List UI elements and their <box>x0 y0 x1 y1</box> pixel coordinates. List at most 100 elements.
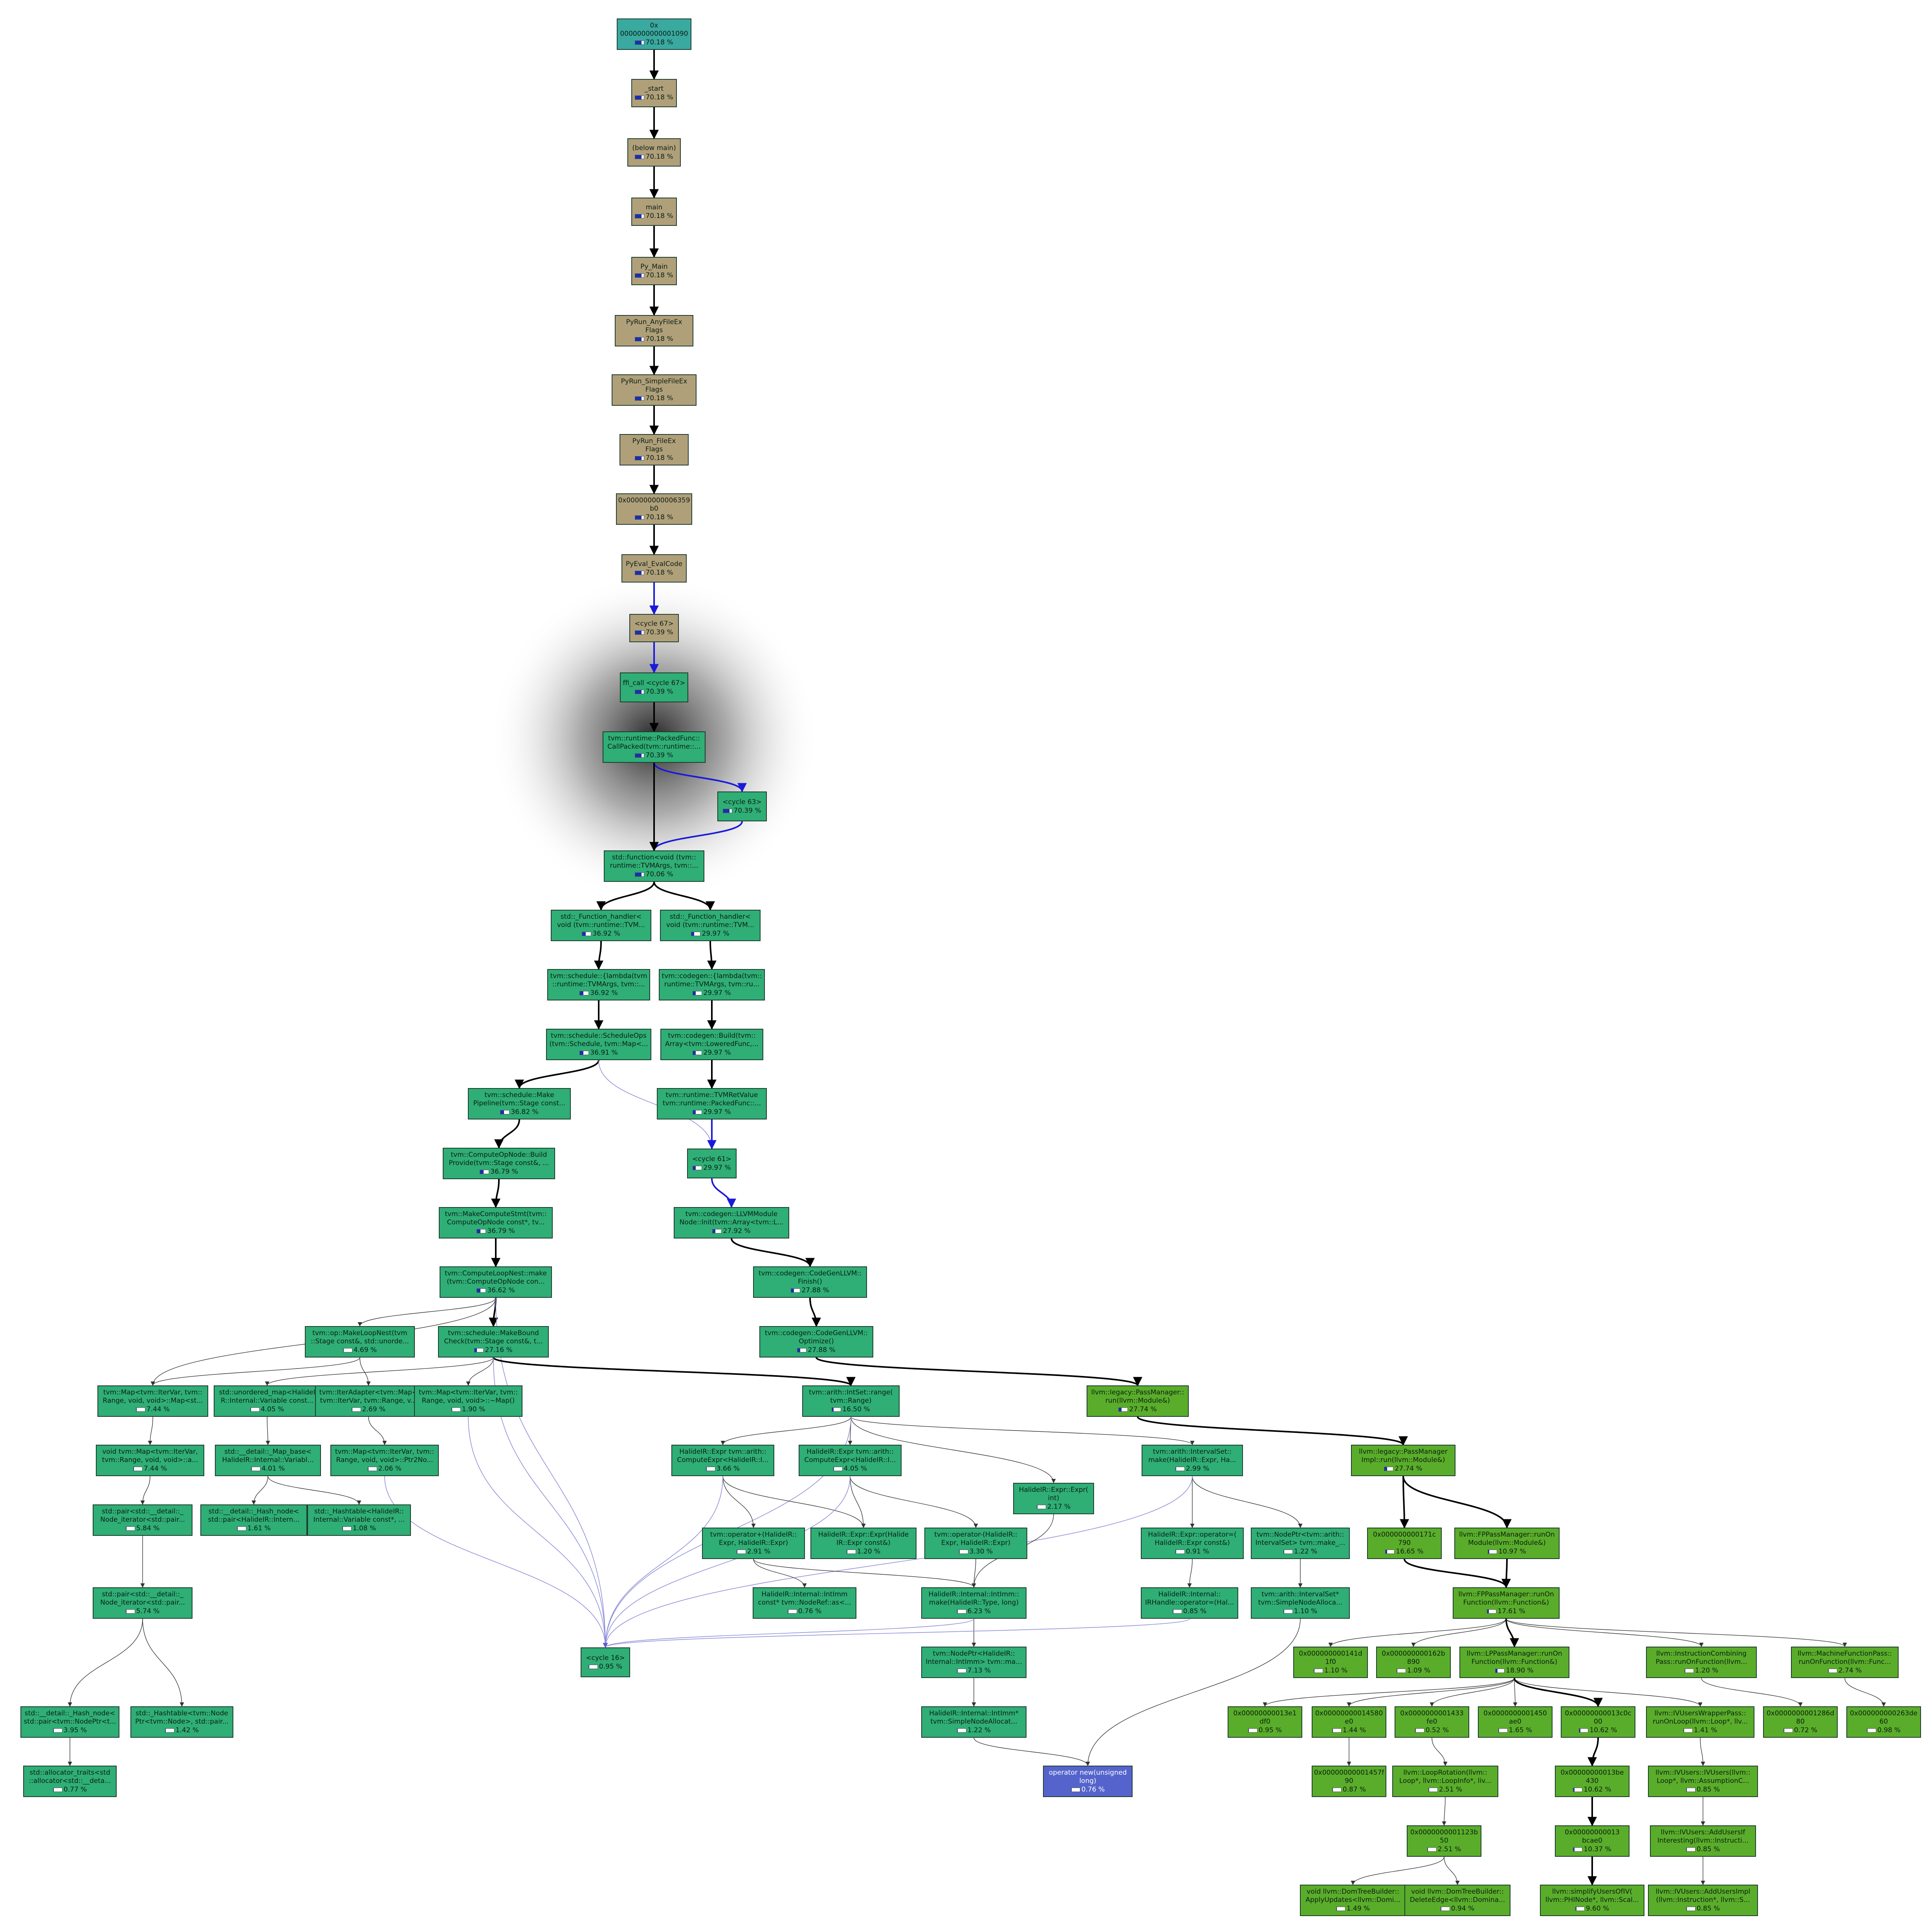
node-nodeptr-make[interactable]: tvm::NodePtr<tvm::arith:: IntervalSet> t… <box>1251 1528 1350 1559</box>
node-ffi-call[interactable]: ffi_call <cycle 67>70.39 % <box>620 672 688 702</box>
node-simplify-users-of-iv[interactable]: llvm::simplifyUsersOfIV( llvm::PHINode*,… <box>1540 1885 1644 1916</box>
node-hash-node-a[interactable]: std::__detail::_Hash_node< std::pair<Hal… <box>200 1504 307 1536</box>
node-percent: 36.92 % <box>590 989 618 997</box>
node-percent: 27.74 % <box>1395 1465 1422 1473</box>
node-hashtable-b[interactable]: std::_Hashtable<tvm::Node Ptr<tvm::Node>… <box>130 1706 233 1738</box>
node-codegenllvm-optimize[interactable]: tvm::codegen::CodeGenLLVM:: Optimize()27… <box>759 1326 873 1358</box>
node-map-itervar-a[interactable]: void tvm::Map<tvm::IterVar, tvm::Range, … <box>96 1445 204 1476</box>
node-instruction-combining[interactable]: llvm::InstructionCombining Pass::runOnFu… <box>1646 1647 1757 1678</box>
node-label: tvm::codegen::CodeGenLLVM:: Optimize() <box>765 1329 868 1345</box>
node-codegenllvm-finish[interactable]: tvm::codegen::CodeGenLLVM:: Finish()27.8… <box>753 1266 867 1298</box>
node-hashtable-a[interactable]: std::_Hashtable<HalideIR:: Internal::Var… <box>307 1504 411 1536</box>
node-hash-node-b[interactable]: std::__detail::_Hash_node< std::pair<tvm… <box>20 1706 119 1738</box>
node-intset-range[interactable]: tvm::arith::IntSet::range( tvm::Range)16… <box>802 1385 900 1417</box>
node-operator-minus[interactable]: tvm::operator-(HalideIR:: Expr, HalideIR… <box>924 1528 1027 1559</box>
node-map-base[interactable]: std::__detail::_Map_base< HalideIR::Inte… <box>215 1445 321 1476</box>
node-schedule-ops[interactable]: tvm::schedule::ScheduleOps (tvm::Schedul… <box>546 1029 651 1060</box>
node-intimm-as[interactable]: HalideIR::Internal::IntImm const* tvm::N… <box>753 1587 856 1619</box>
node-cycle-61[interactable]: <cycle 61>29.97 % <box>687 1149 737 1178</box>
node-map-itervar-range[interactable]: tvm::Map<tvm::IterVar, tvm:: Range, void… <box>97 1385 208 1417</box>
node-intervalset-make[interactable]: tvm::arith::IntervalSet:: make(HalideIR:… <box>1142 1445 1243 1476</box>
node-packedfunc-callpacked[interactable]: tvm::runtime::PackedFunc:: CallPacked(tv… <box>603 731 706 763</box>
node-make-pipeline[interactable]: tvm::schedule::Make Pipeline(tvm::Stage … <box>468 1088 571 1119</box>
node-llvm-module-init[interactable]: tvm::codegen::LLVMModule Node::Init(tvm:… <box>674 1207 789 1238</box>
node-operator-plus[interactable]: tvm::operator+(HalideIR:: Expr, HalideIR… <box>702 1528 805 1559</box>
node-function-handler-left[interactable]: std::_Function_handler< void (tvm::runti… <box>551 910 651 941</box>
node-allocator-traits[interactable]: std::allocator_traits<std ::allocator<st… <box>23 1766 117 1797</box>
node-cost: 27.88 % <box>791 1286 829 1295</box>
node-intimm-make[interactable]: HalideIR::Internal::IntImm:: make(Halide… <box>921 1587 1026 1619</box>
node-intimm-simplenode-alloc[interactable]: HalideIR::Internal::IntImm* tvm::SimpleN… <box>921 1706 1026 1738</box>
node-iv-users-wrapper[interactable]: llvm::IVUsersWrapperPass:: runOnLoop(llv… <box>1646 1706 1754 1738</box>
node-tvmretvalue[interactable]: tvm::runtime::TVMRetValue tvm::runtime::… <box>657 1088 767 1119</box>
node-unordered-map[interactable]: std::unordered_map<HalideI R::Internal::… <box>214 1385 321 1417</box>
node-compute-expr-a[interactable]: HalideIR::Expr tvm::arith:: ComputeExpr<… <box>671 1445 774 1476</box>
node-std-function[interactable]: std::function<void (tvm:: runtime::TVMAr… <box>604 850 704 882</box>
node-fppassmanager-runonfunction[interactable]: llvm::FPPassManager::runOn Function(llvm… <box>1453 1587 1560 1619</box>
node-function-handler-right[interactable]: std::_Function_handler< void (tvm::runti… <box>660 910 761 941</box>
node-lppassmanager-runonfunction[interactable]: llvm::LPPassManager::runOn Function(llvm… <box>1459 1647 1569 1678</box>
edge-n51-n58 <box>971 1559 976 1588</box>
node-add-users-if-interesting[interactable]: llvm::IVUsers::AddUsersIf Interesting(ll… <box>1650 1825 1756 1857</box>
node-build-provide[interactable]: tvm::ComputeOpNode::Build Provide(tvm::S… <box>443 1148 555 1179</box>
node-cycle-63[interactable]: <cycle 63>70.39 % <box>717 791 767 821</box>
node-percent: 0.85 % <box>1696 1845 1720 1853</box>
node-node-iterator-b[interactable]: std::pair<std::__detail::_ Node_iterator… <box>93 1587 192 1619</box>
node-iter-adapter[interactable]: tvm::IterAdapter<tvm::Map< tvm::IterVar,… <box>315 1385 422 1417</box>
node-loop-rotation[interactable]: llvm::LoopRotation(llvm:: Loop*, llvm::L… <box>1392 1766 1498 1797</box>
node-passmanagerimpl-run[interactable]: llvm::legacy::PassManager Impl::run(llvm… <box>1351 1445 1455 1476</box>
node-irhandle-deref[interactable]: HalideIR::Internal:: IRHandle::operator=… <box>1141 1587 1238 1619</box>
node-codegen-lambda[interactable]: tvm::codegen::{lambda(tvm:: runtime::TVM… <box>659 969 765 1000</box>
node-below-main[interactable]: (below main)70.18 % <box>627 138 681 167</box>
node-codegen-build[interactable]: tvm::codegen::Build(tvm:: Array<tvm::Low… <box>660 1029 763 1060</box>
node-cycle-16[interactable]: <cycle 16>0.95 % <box>581 1647 630 1677</box>
node-schedule-lambda[interactable]: tvm::schedule::{lambda(tvm ::runtime::TV… <box>547 969 650 1000</box>
node-make-compute-stmt[interactable]: tvm::MakeComputeStmt(tvm:: ComputeOpNode… <box>439 1207 553 1238</box>
node-compute-expr-b[interactable]: HalideIR::Expr tvm::arith:: ComputeExpr<… <box>799 1445 902 1476</box>
node-dominator-apply-updates[interactable]: void llvm::DomTreeBuilder:: ApplyUpdates… <box>1300 1885 1406 1916</box>
node-dominator-delete-edge[interactable]: void llvm::DomTreeBuilder:: DeleteEdge<l… <box>1404 1885 1510 1916</box>
node-add-users-impl[interactable]: llvm::IVUsers::AddUsersImpl (llvm::Instr… <box>1648 1885 1758 1916</box>
node-cycle-67[interactable]: <cycle 67>70.39 % <box>629 614 679 642</box>
node-iv-users-ctor[interactable]: llvm::IVUsers::IVUsers(llvm:: Loop*, llv… <box>1648 1766 1758 1797</box>
node-map-destructor[interactable]: tvm::Map<tvm::IterVar, tvm:: Range, void… <box>414 1385 522 1417</box>
node-make-loop-nest[interactable]: tvm::op::MakeLoopNest(tvm ::Stage const&… <box>305 1326 415 1358</box>
node-machine-function-pass[interactable]: llvm::MachineFunctionPass:: runOnFunctio… <box>1791 1647 1899 1678</box>
node-halide-expr-int[interactable]: HalideIR::Expr::Expr( int)2.17 % <box>1013 1483 1094 1514</box>
node-percent: 17.61 % <box>1498 1607 1525 1615</box>
node-make-bound-check[interactable]: tvm::schedule::MakeBound Check(tvm::Stag… <box>438 1326 549 1358</box>
node-map-itervar-ptr[interactable]: tvm::Map<tvm::IterVar, tvm:: Range, void… <box>330 1445 439 1476</box>
node-fppassmanager-runonmodule[interactable]: llvm::FPPassManager::runOn Module(llvm::… <box>1454 1528 1560 1559</box>
node-irhandle-operator[interactable]: HalideIR::Expr::operator=( HalideIR::Exp… <box>1141 1528 1244 1559</box>
node-node-iterator-a[interactable]: std::pair<std::__detail::_ Node_iterator… <box>93 1504 192 1536</box>
node-simplenode-alloc-a[interactable]: tvm::arith::IntervalSet* tvm::SimpleNode… <box>1251 1587 1350 1619</box>
node-passmanager-run[interactable]: llvm::legacy::PassManager:: run(llvm::Mo… <box>1087 1385 1189 1417</box>
node-expr-copy[interactable]: HalideIR::Expr::Expr(Halide IR::Expr con… <box>810 1528 917 1559</box>
node-operator-new[interactable]: operator new(unsigned long)0.76 % <box>1043 1766 1133 1797</box>
node-compute-loop-nest[interactable]: tvm::ComputeLoopNest::make (tvm::Compute… <box>440 1266 552 1298</box>
node-nodeptr-intimm[interactable]: tvm::NodePtr<HalideIR:: Internal::IntImm… <box>921 1647 1026 1678</box>
